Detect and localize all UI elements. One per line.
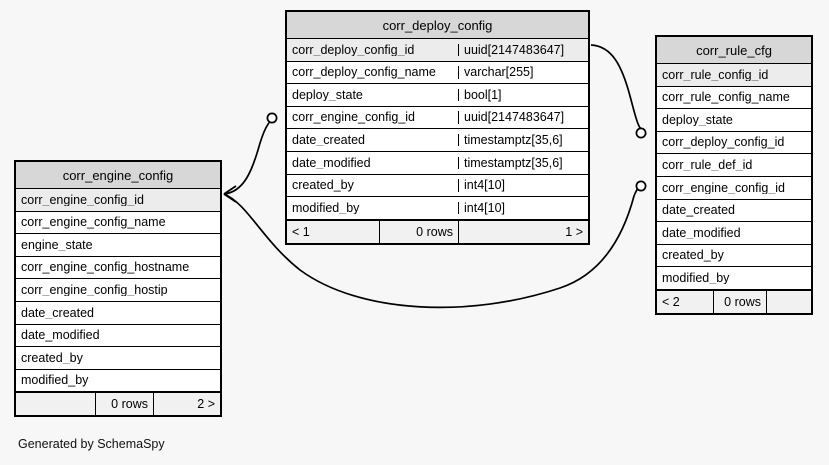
- column-type: varchar[255]: [458, 66, 588, 79]
- table-row[interactable]: corr_engine_config_hostip: [16, 279, 220, 302]
- column-name: modified_by: [662, 271, 730, 285]
- row-count: 0 rows: [96, 393, 154, 416]
- table-footer: 0 rows 2 >: [16, 392, 220, 416]
- table-row[interactable]: deploy_state bool[1]: [287, 84, 588, 107]
- table-row[interactable]: created_by: [16, 347, 220, 370]
- column-name: corr_rule_config_id: [662, 68, 769, 82]
- table-row[interactable]: corr_engine_config_name: [16, 212, 220, 235]
- table-row[interactable]: engine_state: [16, 234, 220, 257]
- column-name: date_created: [21, 306, 94, 320]
- table-title-corr-deploy-config: corr_deploy_config: [287, 12, 588, 39]
- column-name: corr_engine_config_name: [21, 216, 166, 229]
- table-row[interactable]: date_modified timestamptz[35,6]: [287, 152, 588, 175]
- column-type: uuid[2147483647]: [458, 44, 588, 57]
- column-name: created_by: [292, 179, 354, 192]
- prev-page-link[interactable]: < 1: [287, 220, 380, 243]
- column-type: bool[1]: [458, 89, 588, 102]
- prev-page-link[interactable]: < 2: [657, 290, 714, 313]
- table-row[interactable]: date_modified: [16, 325, 220, 348]
- row-count: 0 rows: [380, 220, 459, 243]
- column-name: date_created: [292, 133, 365, 147]
- table-row[interactable]: corr_rule_config_name: [657, 87, 811, 110]
- column-name: date_modified: [21, 329, 100, 342]
- table-row[interactable]: created_by: [657, 245, 811, 268]
- table-row[interactable]: corr_engine_config_hostname: [16, 257, 220, 280]
- table-row[interactable]: date_created: [657, 200, 811, 223]
- column-name: corr_engine_config_hostip: [21, 283, 168, 297]
- column-name: corr_engine_config_id: [21, 193, 145, 207]
- edge-engine-to-deploy: [223, 112, 278, 203]
- column-name: deploy_state: [662, 113, 733, 127]
- column-name: corr_deploy_config_id: [662, 136, 785, 149]
- column-type: int4[10]: [458, 202, 588, 215]
- next-page-link[interactable]: 1 >: [565, 224, 583, 239]
- column-name: modified_by: [21, 374, 89, 387]
- column-type: uuid[2147483647]: [458, 111, 588, 124]
- table-footer: < 2 0 rows: [657, 289, 811, 313]
- table-row[interactable]: date_created timestamptz[35,6]: [287, 129, 588, 152]
- column-name: engine_state: [21, 238, 93, 252]
- table-row[interactable]: deploy_state: [657, 109, 811, 132]
- generated-by-credit: Generated by SchemaSpy: [18, 437, 165, 451]
- column-name: corr_rule_def_id: [662, 158, 753, 172]
- column-type: timestamptz[35,6]: [458, 157, 588, 170]
- table-title-corr-rule-cfg: corr_rule_cfg: [657, 37, 811, 64]
- table-row[interactable]: created_by int4[10]: [287, 175, 588, 198]
- table-row[interactable]: date_created: [16, 302, 220, 325]
- table-corr-engine-config[interactable]: corr_engine_config corr_engine_config_id…: [14, 160, 222, 418]
- table-row[interactable]: modified_by: [657, 267, 811, 290]
- column-name: corr_deploy_config_id: [292, 43, 415, 57]
- edge-deploy-to-rule: [590, 44, 647, 139]
- row-count: 0 rows: [714, 290, 767, 313]
- column-name: created_by: [21, 351, 83, 365]
- column-name: date_created: [662, 204, 735, 217]
- column-name: corr_engine_config_hostname: [21, 261, 190, 274]
- table-row[interactable]: corr_rule_config_id: [657, 64, 811, 87]
- table-row[interactable]: corr_engine_config_id uuid[2147483647]: [287, 107, 588, 130]
- column-name: date_modified: [292, 156, 371, 170]
- column-name: created_by: [662, 249, 724, 262]
- next-page-link[interactable]: [767, 291, 811, 313]
- table-row[interactable]: corr_engine_config_id: [657, 177, 811, 200]
- prev-page-link[interactable]: [16, 393, 96, 416]
- column-name: deploy_state: [292, 88, 363, 102]
- column-name: date_modified: [662, 226, 741, 240]
- table-title-corr-engine-config: corr_engine_config: [16, 162, 220, 189]
- next-page-link[interactable]: 2 >: [197, 397, 215, 412]
- table-row[interactable]: corr_rule_def_id: [657, 154, 811, 177]
- table-row[interactable]: corr_deploy_config_id uuid[2147483647]: [287, 39, 588, 62]
- column-name: corr_engine_config_id: [662, 181, 786, 195]
- table-row[interactable]: corr_deploy_config_name varchar[255]: [287, 62, 588, 85]
- table-footer: < 1 0 rows 1 >: [287, 219, 588, 243]
- table-row[interactable]: modified_by: [16, 370, 220, 393]
- column-type: int4[10]: [458, 179, 588, 192]
- table-row[interactable]: modified_by int4[10]: [287, 197, 588, 220]
- table-corr-deploy-config[interactable]: corr_deploy_config corr_deploy_config_id…: [285, 10, 590, 245]
- column-type: timestamptz[35,6]: [458, 134, 588, 147]
- edge-engine-to-rule: [223, 180, 647, 309]
- table-row[interactable]: corr_deploy_config_id: [657, 132, 811, 155]
- column-name: corr_engine_config_id: [292, 111, 416, 124]
- column-name: corr_rule_config_name: [662, 91, 790, 104]
- column-name: corr_deploy_config_name: [292, 66, 436, 79]
- table-row[interactable]: date_modified: [657, 222, 811, 245]
- table-corr-rule-cfg[interactable]: corr_rule_cfg corr_rule_config_id corr_r…: [655, 35, 813, 315]
- table-row[interactable]: corr_engine_config_id: [16, 189, 220, 212]
- column-name: modified_by: [292, 201, 360, 215]
